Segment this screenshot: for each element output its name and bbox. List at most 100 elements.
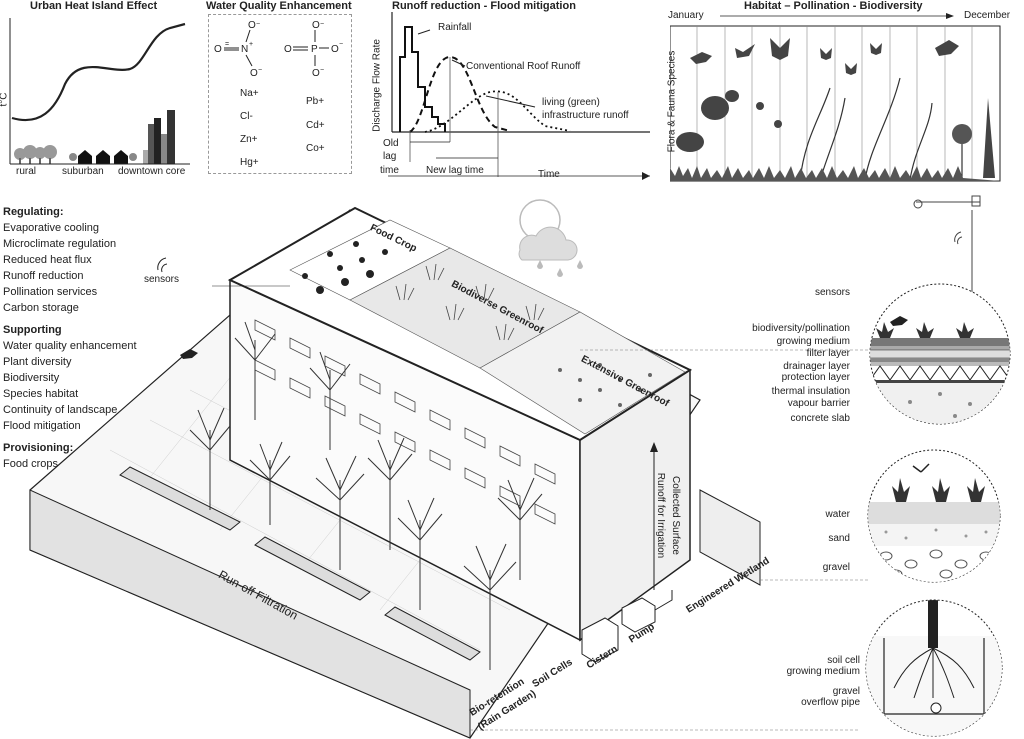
bird-icon [180, 349, 198, 359]
svg-text:O: O [248, 20, 256, 31]
green-label-2: infrastructure runoff [542, 110, 629, 121]
ion-cl: Cl- [240, 111, 253, 122]
grass-icon [670, 166, 1000, 181]
cistern-box [581, 617, 619, 663]
supporting-item: Flood mitigation [3, 420, 81, 432]
plants-icon [799, 77, 963, 181]
regulating-item: Microclimate regulation [3, 238, 117, 250]
svg-text:=: = [225, 41, 229, 48]
provisioning-item: Food crops [3, 458, 59, 470]
cabbage-icon [676, 132, 704, 152]
beetle-small-icon [725, 90, 739, 102]
water-quality-box [208, 14, 352, 174]
green-series [424, 90, 571, 133]
supporting-item: Biodiversity [3, 372, 60, 384]
svg-text:−: − [320, 67, 324, 74]
heat-curve [11, 22, 186, 122]
svg-text:+: + [249, 41, 253, 48]
trees-icon [189, 321, 543, 670]
soil-layer-pipe: overflow pipe [801, 697, 860, 708]
cypress-icon [983, 98, 995, 178]
hummingbird-icon [735, 44, 755, 58]
extensive-plants-icon [558, 363, 652, 407]
phosphate-molecule-icon: O− O P O− O− [284, 20, 343, 79]
rainfall-label: Rainfall [438, 22, 472, 33]
rural-trees-icon [14, 145, 57, 164]
regulating-item: Pollination services [3, 286, 98, 298]
heat-island-chart [9, 18, 190, 165]
svg-text:O: O [312, 20, 320, 31]
beetle-icon [701, 96, 729, 120]
ion-zn: Zn+ [240, 134, 258, 145]
wetland-layer-sand: sand [828, 533, 850, 544]
butterfly-small-icon [820, 48, 832, 60]
rain-garden-planters [119, 466, 481, 661]
ion-co: Co+ [306, 143, 325, 154]
rain-drops-icon [537, 260, 583, 277]
svg-text:−: − [320, 21, 324, 28]
food-crop-plants-icon [302, 241, 388, 294]
heat-island-title: Urban Heat Island Effect [30, 0, 158, 12]
regulating-heading: Regulating: [3, 206, 64, 218]
pump-box [621, 597, 656, 633]
irrigation-label: Runoff for Irrigation [655, 472, 667, 559]
svg-text:−: − [339, 41, 343, 48]
zone-downtown: downtown core [118, 166, 186, 177]
regulating-item: Reduced heat flux [3, 254, 92, 266]
rainfall-series [399, 26, 446, 132]
ion-cd: Cd+ [306, 120, 325, 131]
nitrate-molecule-icon: O− O= N+ O− [214, 20, 262, 79]
green-label-1: living (green) [542, 97, 600, 108]
site-edge [29, 489, 471, 739]
wetland-box [699, 489, 761, 586]
roof-layer-protection: protection layer [781, 372, 850, 383]
wetland-plants-icon [892, 478, 985, 502]
regulating-item: Runoff reduction [3, 270, 84, 282]
roof-layer-vapour: vapour barrier [787, 398, 850, 409]
bee-icon [756, 102, 764, 110]
bee-icon-2 [774, 120, 782, 128]
regulating-item: Carbon storage [3, 302, 79, 314]
conventional-label: Conventional Roof Runoff [466, 61, 581, 72]
roof-layer-drainage: drainager layer [783, 361, 850, 372]
wetland-layer-gravel: gravel [822, 562, 850, 573]
suburban-houses-icon [69, 150, 137, 164]
old-lag-2: lag [383, 151, 397, 162]
roof-layer-slab: concrete slab [790, 413, 850, 424]
runoff-title: Runoff reduction - Flood mitigation [392, 0, 576, 12]
svg-text:O: O [331, 44, 339, 55]
supporting-item: Water quality enhancement [3, 340, 137, 352]
roof-section [869, 195, 1011, 425]
new-lag-label: New lag time [426, 165, 484, 176]
habitat-start: January [668, 10, 704, 21]
bird-icon [890, 316, 908, 326]
soil-layer-cell: soil cell [827, 655, 860, 666]
zone-suburban: suburban [62, 166, 104, 177]
butterfly-icon [770, 38, 790, 60]
svg-text:O: O [284, 44, 292, 55]
collected-label: Collected Surface [669, 476, 681, 555]
wetland-section [867, 449, 1001, 583]
old-lag-1: Old [383, 138, 399, 149]
building-illustration [29, 199, 870, 739]
conventional-series [409, 55, 511, 133]
sensor-mast-icon [913, 195, 981, 300]
ion-hg: Hg+ [240, 157, 259, 168]
sensors-label-left: sensors [144, 274, 180, 285]
runoff-chart [388, 12, 650, 180]
overflow-pipe-icon [930, 702, 942, 714]
roots-icon [893, 647, 975, 699]
heat-ylabel: t°C [0, 92, 10, 107]
habitat-end: December [964, 10, 1011, 21]
runoff-xlabel: Time [538, 169, 560, 180]
butterfly-small-icon-2 [845, 63, 857, 75]
sunflower-icon [952, 124, 972, 144]
soil-cell-section [865, 599, 1003, 737]
butterfly-small-icon-3 [870, 43, 882, 55]
cloud-icon [518, 226, 578, 261]
svg-text:N: N [241, 44, 248, 55]
bird-icon [690, 52, 712, 64]
greenroof-grass-icon [395, 263, 545, 341]
svg-text:−: − [256, 21, 260, 28]
old-lag-3: time [380, 165, 399, 176]
